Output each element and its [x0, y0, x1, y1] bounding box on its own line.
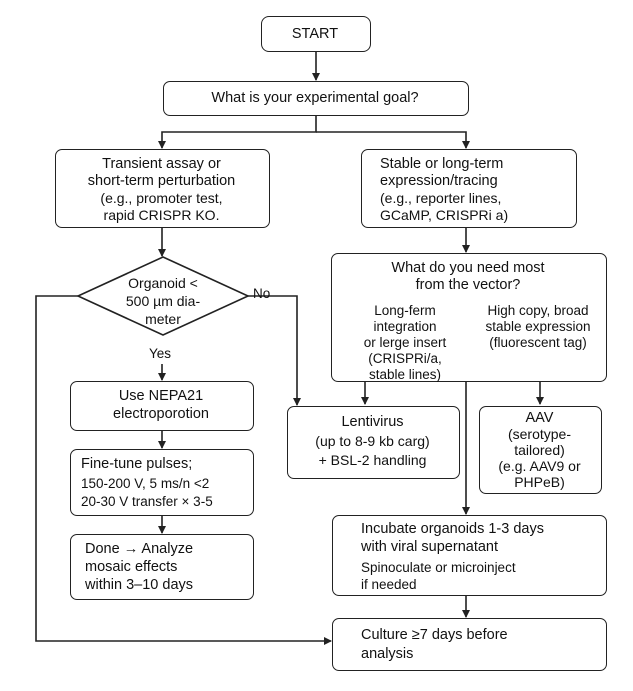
aav-line-2: (serotype-: [507, 426, 572, 442]
stable-line-1: Stable or long-term: [380, 156, 504, 172]
incubate-sub-line-1: Spinoculate or microinject: [361, 560, 516, 575]
lentivirus-line-3: + BSL-2 handling: [318, 452, 427, 468]
incubate-line-2: with viral supernatant: [361, 539, 499, 555]
fine-tune-line-1: Fine-tune pulses;: [81, 456, 193, 472]
goal-label: What is your experimental goal?: [211, 90, 419, 106]
vector-right-line-1: High copy, broad: [487, 303, 589, 318]
stable-node: Stable or long-term expression/tracing (…: [361, 149, 577, 228]
culture-node: Culture ≥7 days before analysis: [332, 618, 607, 671]
decision-line-1: Organoid <: [128, 275, 198, 291]
done-line-3: within 3–10 days: [85, 577, 194, 593]
vector-left-line-4: (CRISPRi/a,: [368, 351, 442, 366]
lentivirus-line-2: (up to 8-9 kb carg): [315, 433, 430, 449]
aav-line-4: (e.g. AAV9 or: [498, 458, 581, 474]
no-label: No: [253, 286, 271, 301]
decision-line-3: meter: [145, 311, 181, 327]
done-node: Done → Analyze mosaic effects within 3–1…: [70, 534, 254, 600]
lentivirus-line-1: Lentivirus: [341, 414, 404, 430]
transient-line-1: Transient assay or: [102, 156, 221, 172]
vector-question-line-2: from the vector?: [415, 277, 521, 293]
start-label: START: [291, 26, 339, 42]
vector-right-line-2: stable expression: [485, 319, 591, 334]
vector-left-line-5: stable lines): [368, 367, 442, 382]
fine-tune-line-3: 20-30 V transfer × 3-5: [81, 494, 213, 509]
fine-tune-node: Fine-tune pulses; 150-200 V, 5 ms/n <2 2…: [70, 449, 254, 516]
done-line-1: Done → Analyze: [85, 541, 194, 557]
transient-line-4: rapid CRISPR KO.: [103, 207, 220, 223]
aav-line-5: PHPeB): [514, 474, 565, 490]
use-nepa-node: Use NEPA21 electroporotion: [70, 381, 254, 431]
transient-node: Transient assay or short-term perturbati…: [55, 149, 270, 228]
decision-line-2: 500 µm dia-: [125, 293, 201, 309]
transient-line-3: (e.g., promoter test,: [100, 190, 223, 206]
transient-line-2: short-term perturbation: [87, 173, 236, 189]
culture-line-1: Culture ≥7 days before: [361, 627, 508, 643]
culture-line-2: analysis: [361, 646, 414, 662]
aav-line-1: AAV: [525, 410, 554, 426]
decision-diamond: [76, 256, 250, 336]
stable-line-3: (e.g., reporter lines,: [380, 190, 502, 206]
start-node: START: [261, 16, 371, 52]
vector-left-line-3: or lerge insert: [363, 335, 447, 350]
vector-left-line-2: integration: [373, 319, 437, 334]
stable-line-2: expression/tracing: [380, 173, 498, 189]
vector-question-line-1: What do you need most: [391, 260, 545, 276]
lentivirus-node: Lentivirus (up to 8-9 kb carg) + BSL-2 h…: [287, 406, 460, 479]
aav-node: AAV (serotype- tailored) (e.g. AAV9 or P…: [479, 406, 602, 494]
goal-node: What is your experimental goal?: [163, 81, 469, 116]
use-nepa-line-1: Use NEPA21: [118, 388, 204, 404]
use-nepa-line-2: electroporotion: [113, 406, 209, 422]
incubate-node: Incubate organoids 1-3 days with viral s…: [332, 515, 607, 596]
stable-line-4: GCaMP, CRISPRi a): [380, 207, 509, 223]
fine-tune-line-2: 150-200 V, 5 ms/n <2: [81, 476, 210, 491]
done-line-2: mosaic effects: [85, 559, 178, 575]
incubate-sub-line-2: if needed: [361, 577, 417, 592]
vector-question-node: What do you need most from the vector? L…: [331, 253, 607, 382]
aav-line-3: tailored): [514, 442, 565, 458]
yes-label: Yes: [149, 346, 172, 361]
incubate-line-1: Incubate organoids 1-3 days: [361, 521, 544, 537]
vector-right-line-3: (fluorescent tag): [489, 335, 587, 350]
vector-left-line-1: Long-ferm: [374, 303, 436, 318]
